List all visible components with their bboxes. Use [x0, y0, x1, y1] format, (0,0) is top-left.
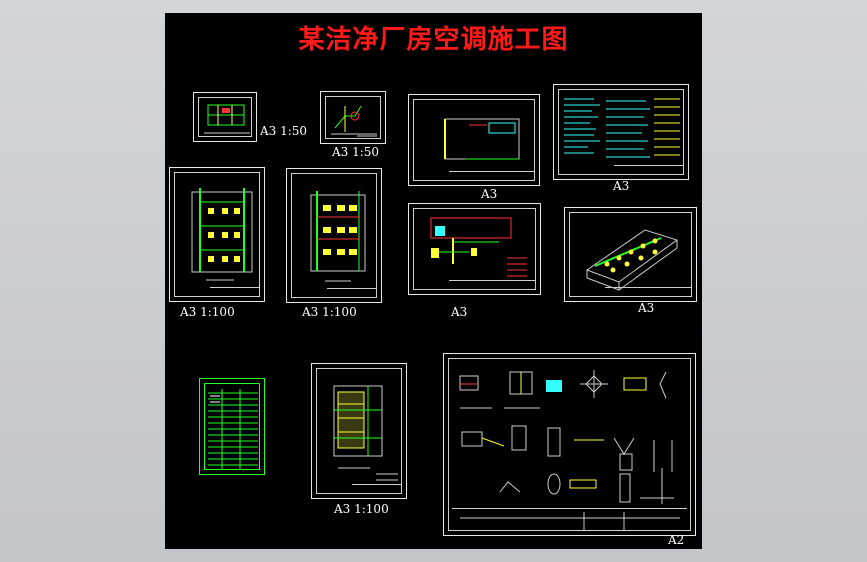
title-block: [449, 280, 536, 290]
title-block: [452, 508, 687, 527]
title-block: [352, 484, 402, 494]
sheet-label: A3: [451, 305, 468, 319]
sheet-label: A3 1:50: [332, 145, 380, 159]
sheet-9-drawing: [208, 389, 258, 469]
sheet-label: A3 1:100: [302, 305, 357, 319]
sheet-10-drawing: [333, 385, 398, 481]
sheet-11-drawing: [459, 370, 680, 530]
sheet-label: A3 1:50: [260, 124, 308, 138]
sheet-frame: [174, 172, 260, 297]
drawing-title: 某洁净厂房空调施工图: [298, 25, 569, 55]
sheet-7-drawing: [430, 217, 527, 277]
sheet-label: A3 1:100: [334, 502, 389, 516]
sheet-3-drawing: [444, 118, 520, 160]
sheet-frame: [325, 96, 381, 139]
title-block: [327, 288, 377, 298]
title-block: [605, 287, 692, 297]
sheet-9[interactable]: [199, 378, 265, 475]
sheet-1[interactable]: [193, 92, 257, 142]
sheet-8[interactable]: [564, 207, 697, 302]
sheet-6[interactable]: [286, 168, 382, 303]
sheet-11[interactable]: [443, 353, 696, 536]
sheet-frame: [204, 383, 260, 470]
sheet-4[interactable]: [553, 84, 689, 180]
sheet-frame: [316, 368, 402, 494]
sheet-7[interactable]: [408, 203, 541, 295]
sheet-3[interactable]: [408, 94, 540, 186]
sheet-2[interactable]: [320, 91, 386, 144]
sheet-frame: [448, 358, 691, 531]
title-block: [210, 287, 260, 297]
sheet-label: A2: [668, 533, 685, 547]
sheet-frame: [291, 173, 377, 298]
drawing-canvas[interactable]: 某洁净厂房空调施工图 A3 1:50 A3 1:50: [165, 13, 702, 549]
sheet-5-drawing: [191, 188, 253, 281]
sheet-label: A3 1:100: [180, 305, 235, 319]
sheet-frame: [569, 212, 692, 297]
sheet-frame: [558, 89, 684, 175]
sheet-6-drawing: [310, 191, 366, 282]
sheet-8-drawing: [585, 229, 679, 291]
sheet-5[interactable]: [169, 167, 265, 302]
title-block: [614, 165, 684, 175]
sheet-4-drawing: [564, 98, 680, 158]
sheet-label: A3: [638, 301, 655, 315]
sheet-frame: [413, 99, 535, 181]
title-block: [449, 171, 535, 181]
sheet-10[interactable]: [311, 363, 407, 499]
sheet-frame: [413, 208, 536, 290]
sheet-label: A3: [481, 187, 498, 201]
sheet-2-drawing: [331, 105, 377, 137]
sheet-label: A3: [613, 179, 630, 193]
sheet-frame: [198, 97, 252, 137]
sheet-1-drawing: [204, 104, 250, 134]
